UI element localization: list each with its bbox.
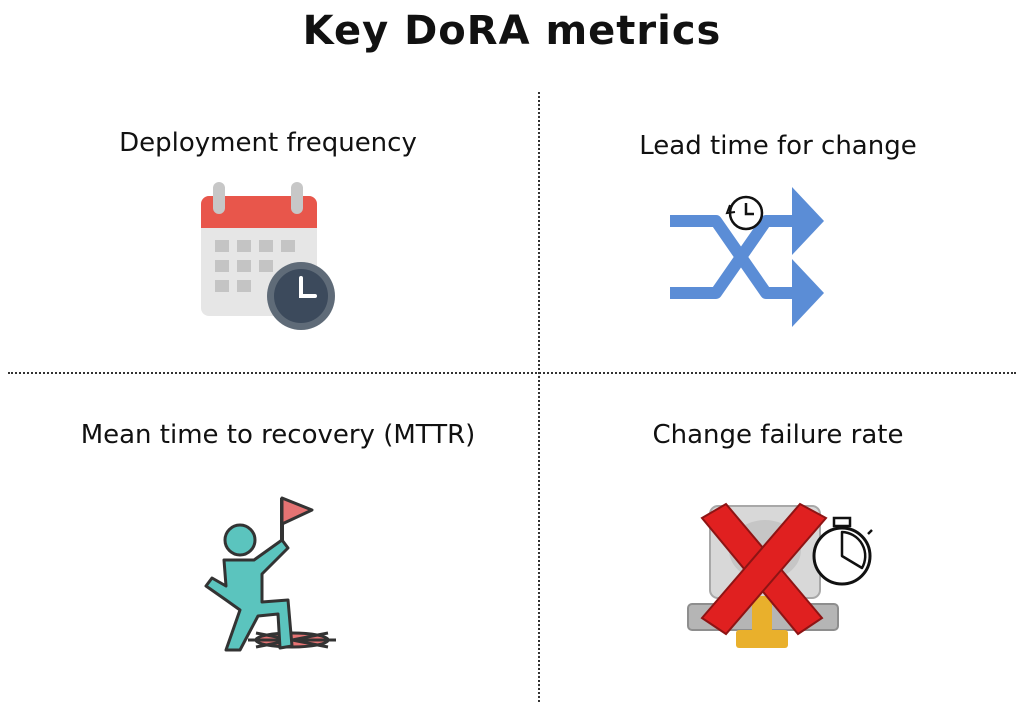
metric-label-mttr: Mean time to recovery (MTTR) (80, 420, 476, 450)
calendar-clock-icon (201, 182, 335, 330)
vertical-divider (538, 92, 540, 702)
person-flag-icon (204, 496, 336, 652)
shuffle-arrows-clock-icon (670, 187, 824, 327)
metric-label-lead-time: Lead time for change (639, 131, 917, 161)
metric-label-change-failure-rate: Change failure rate (652, 420, 904, 450)
metric-label-deployment-frequency: Deployment frequency (119, 128, 417, 158)
failed-server-stopwatch-icon (687, 502, 873, 648)
page-title: Key DoRA metrics (302, 8, 722, 54)
horizontal-divider (8, 372, 1016, 374)
